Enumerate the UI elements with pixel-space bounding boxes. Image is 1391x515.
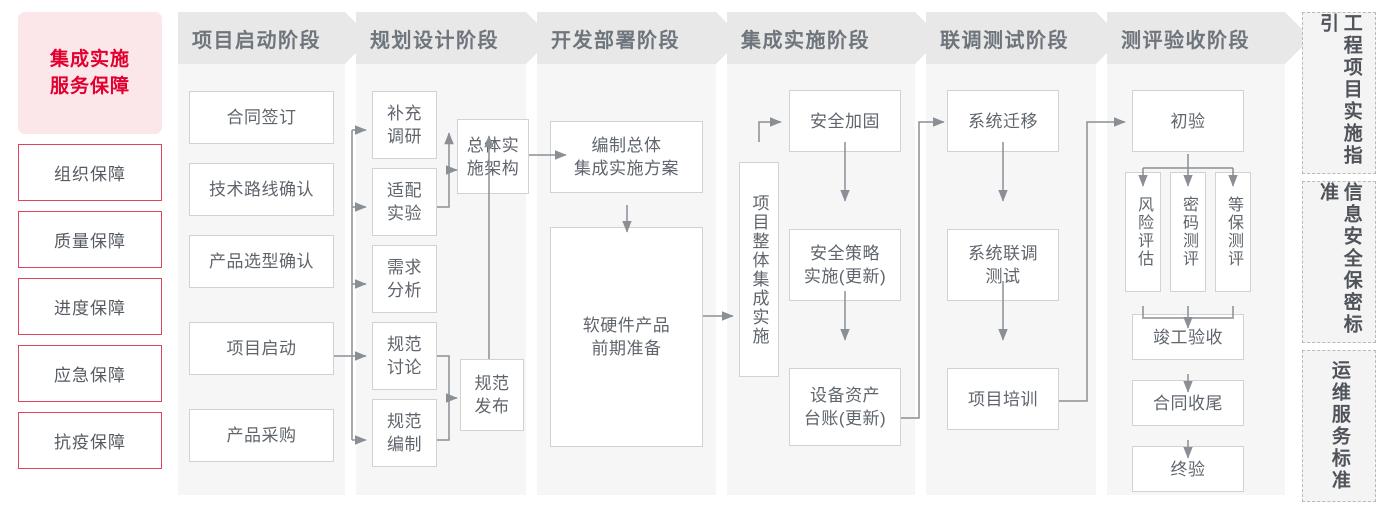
node-line-1: 设备资产 bbox=[809, 386, 880, 405]
phase-column-2: 规划设计阶段 补充调研 适配实验 需求分析 规范讨论 规范编制 总体实施架构 bbox=[356, 12, 552, 495]
phase-body-4: 项目整体集成实施 安全加固 安全策略实施(更新) 设备资产台账(更新) bbox=[727, 64, 915, 495]
node-contract-closure[interactable]: 合同收尾 bbox=[1132, 380, 1244, 426]
node-line-1: 编制总体 bbox=[591, 136, 662, 155]
phase-header-4-label: 集成实施阶段 bbox=[741, 29, 870, 52]
node-line-1: 补充 bbox=[387, 104, 422, 123]
node-contract-signing[interactable]: 合同签订 bbox=[189, 91, 334, 144]
node-line-2: 台账(更新) bbox=[803, 409, 887, 428]
phase-body-3: 编制总体集成实施方案 软硬件产品前期准备 bbox=[537, 64, 716, 495]
node-overall-implementation-architecture[interactable]: 总体实施架构 bbox=[457, 119, 529, 194]
phase-column-4: 集成实施阶段 项目整体集成实施 安全加固 安全策略实施(更新) 设备资产台账(更… bbox=[727, 12, 941, 495]
chevron-right-icon bbox=[1285, 12, 1311, 64]
phase-header-3-label: 开发部署阶段 bbox=[551, 29, 680, 52]
node-system-joint-test[interactable]: 系统联调测试 bbox=[947, 229, 1059, 301]
node-tech-route-confirm[interactable]: 技术路线确认 bbox=[189, 163, 334, 216]
node-final-acceptance[interactable]: 终验 bbox=[1132, 446, 1244, 492]
node-line-1: 软硬件产品 bbox=[582, 316, 671, 335]
node-preliminary-acceptance[interactable]: 初验 bbox=[1132, 90, 1244, 152]
left-rail-title-line2: 服务保障 bbox=[49, 76, 130, 97]
node-line-1: 总体实 bbox=[466, 135, 520, 155]
phase-header-2-label: 规划设计阶段 bbox=[370, 29, 499, 52]
phase-header-6: 测评验收阶段 bbox=[1107, 12, 1311, 64]
phase-header-1-label: 项目启动阶段 bbox=[192, 29, 321, 52]
phase-column-6: 测评验收阶段 初验 风险评估 密码测评 等保测评 竣工验收 合同收尾 终验 bbox=[1107, 12, 1311, 495]
rail-item-organization[interactable]: 组织保障 bbox=[18, 144, 162, 201]
left-rail-title-line1: 集成实施 bbox=[49, 49, 130, 70]
node-line-1: 适配 bbox=[387, 181, 422, 200]
node-line-2: 测试 bbox=[985, 267, 1021, 286]
left-rail-title: 集成实施 服务保障 bbox=[18, 12, 162, 134]
phase-header-5: 联调测试阶段 bbox=[926, 12, 1122, 64]
node-line-2: 施架构 bbox=[466, 158, 520, 178]
node-security-hardening[interactable]: 安全加固 bbox=[789, 90, 901, 152]
phase-body-1: 合同签订 技术路线确认 产品选型确认 项目启动 产品采购 bbox=[178, 64, 345, 495]
node-line-2: 编制 bbox=[387, 435, 422, 454]
node-line-2: 分析 bbox=[387, 281, 422, 300]
phase-header-5-label: 联调测试阶段 bbox=[940, 29, 1069, 52]
node-line-1: 需求 bbox=[387, 258, 422, 277]
node-line-2: 讨论 bbox=[387, 358, 422, 377]
node-line-1: 规范 bbox=[474, 374, 510, 393]
phase-header-6-label: 测评验收阶段 bbox=[1121, 29, 1250, 52]
node-line-2: 前期准备 bbox=[591, 339, 662, 358]
phase-body-5: 系统迁移 系统联调测试 项目培训 bbox=[926, 64, 1096, 495]
node-security-policy-implementation[interactable]: 安全策略实施(更新) bbox=[789, 229, 901, 301]
node-product-selection-confirm[interactable]: 产品选型确认 bbox=[189, 235, 334, 288]
node-hardware-software-preparation[interactable]: 软硬件产品前期准备 bbox=[550, 227, 703, 447]
node-supplementary-research[interactable]: 补充调研 bbox=[372, 91, 437, 159]
phase-column-3: 开发部署阶段 编制总体集成实施方案 软硬件产品前期准备 bbox=[537, 12, 742, 495]
node-cryptography-evaluation[interactable]: 密码测评 bbox=[1170, 172, 1206, 292]
right-rail-item-ops-service-standard[interactable]: 运维服务标准 bbox=[1302, 350, 1376, 502]
node-final-completion-acceptance[interactable]: 竣工验收 bbox=[1132, 314, 1244, 360]
rail-item-emergency[interactable]: 应急保障 bbox=[18, 345, 162, 402]
rail-item-quality[interactable]: 质量保障 bbox=[18, 211, 162, 268]
node-classified-protection-evaluation[interactable]: 等保测评 bbox=[1215, 172, 1251, 292]
node-line-2: 集成实施方案 bbox=[574, 159, 679, 178]
node-requirement-analysis[interactable]: 需求分析 bbox=[372, 245, 437, 313]
node-line-1: 安全策略 bbox=[809, 244, 880, 263]
node-equipment-asset-ledger[interactable]: 设备资产台账(更新) bbox=[789, 368, 901, 446]
node-line-2: 发布 bbox=[474, 397, 510, 416]
node-line-2: 实验 bbox=[387, 204, 422, 223]
node-adaptation-test[interactable]: 适配实验 bbox=[372, 168, 437, 236]
phase-column-1: 项目启动阶段 合同签订 技术路线确认 产品选型确认 项目启动 产品采购 bbox=[178, 12, 371, 495]
phase-header-3: 开发部署阶段 bbox=[537, 12, 742, 64]
node-project-training[interactable]: 项目培训 bbox=[947, 368, 1059, 430]
phase-column-5: 联调测试阶段 系统迁移 系统联调测试 项目培训 bbox=[926, 12, 1122, 495]
right-rail-item-engineering-guideline[interactable]: 工程项目实施指引 bbox=[1302, 12, 1376, 174]
node-system-migration[interactable]: 系统迁移 bbox=[947, 90, 1059, 152]
phase-body-2: 补充调研 适配实验 需求分析 规范讨论 规范编制 总体实施架构 规范发布 bbox=[356, 64, 529, 495]
node-overall-project-integration[interactable]: 项目整体集成实施 bbox=[739, 162, 779, 377]
node-line-2: 调研 bbox=[387, 127, 422, 146]
node-standard-drafting[interactable]: 规范编制 bbox=[372, 399, 437, 467]
phase-header-1: 项目启动阶段 bbox=[178, 12, 371, 64]
node-line-1: 规范 bbox=[387, 335, 422, 354]
node-line-1: 系统联调 bbox=[968, 244, 1038, 263]
left-rail: 集成实施 服务保障 组织保障 质量保障 进度保障 应急保障 抗疫保障 bbox=[18, 12, 162, 469]
phase-header-4: 集成实施阶段 bbox=[727, 12, 941, 64]
rail-item-schedule[interactable]: 进度保障 bbox=[18, 278, 162, 335]
node-standard-release[interactable]: 规范发布 bbox=[460, 359, 524, 431]
rail-item-epidemic[interactable]: 抗疫保障 bbox=[18, 412, 162, 469]
node-line-1: 规范 bbox=[387, 412, 422, 431]
node-risk-assessment[interactable]: 风险评估 bbox=[1125, 172, 1161, 292]
node-standard-discussion[interactable]: 规范讨论 bbox=[372, 322, 437, 390]
phase-header-2: 规划设计阶段 bbox=[356, 12, 552, 64]
node-line-2: 实施(更新) bbox=[803, 267, 887, 286]
right-rail-item-security-standard[interactable]: 信息安全保密标准 bbox=[1302, 181, 1376, 343]
phase-body-6: 初验 风险评估 密码测评 等保测评 竣工验收 合同收尾 终验 bbox=[1107, 64, 1285, 495]
right-rail: 工程项目实施指引 信息安全保密标准 运维服务标准 bbox=[1302, 12, 1376, 502]
node-product-procurement[interactable]: 产品采购 bbox=[189, 409, 334, 462]
node-overall-integration-plan[interactable]: 编制总体集成实施方案 bbox=[550, 121, 703, 193]
node-project-kickoff[interactable]: 项目启动 bbox=[189, 322, 334, 375]
